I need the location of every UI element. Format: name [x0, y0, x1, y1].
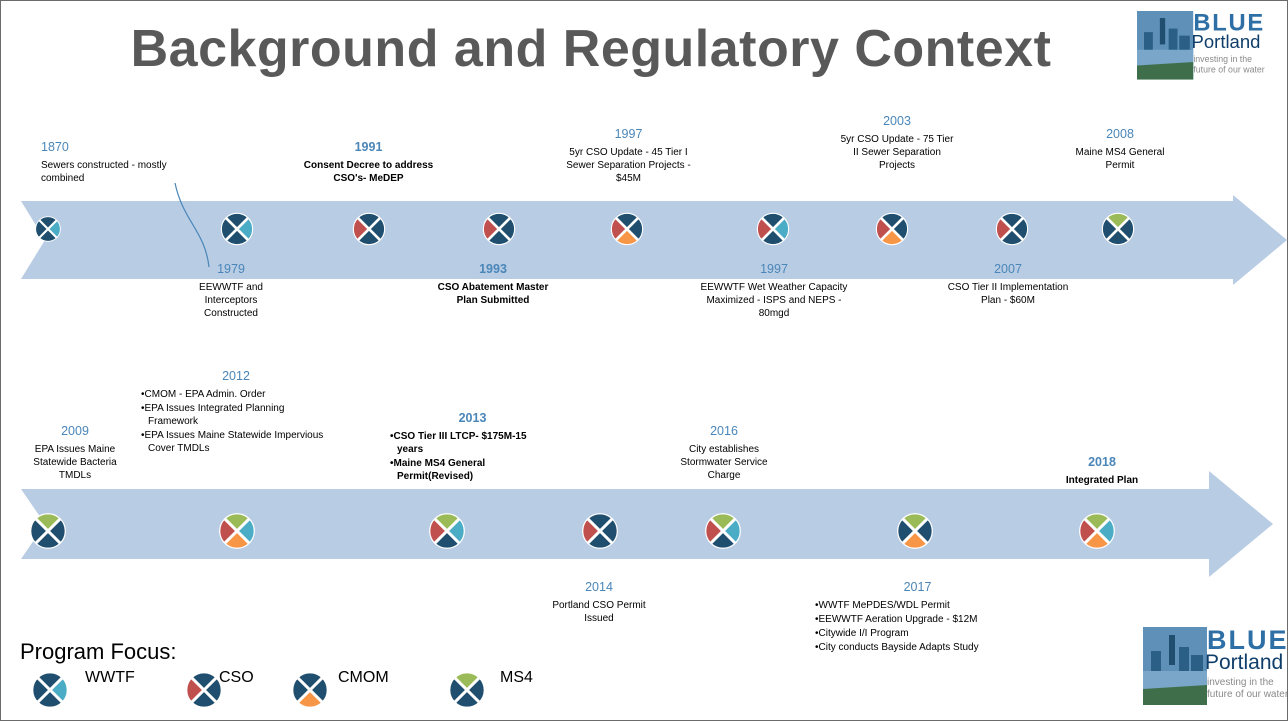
- legend-label-ms4: MS4: [500, 669, 533, 686]
- logo-portland-text: Portland: [1205, 651, 1284, 674]
- event-1991: 1991 Consent Decree to address CSO's- Me…: [303, 140, 434, 185]
- event-1979: 1979 EEWWTF and Interceptors Constructed: [199, 262, 263, 320]
- timeline-arrow-2: [21, 471, 1273, 577]
- list-item: EPA Issues Integrated Planning Framework: [141, 402, 331, 428]
- list-item: EEWWTF Aeration Upgrade - $12M: [815, 613, 1020, 626]
- blue-portland-logo-bottom: BLUE Portland investing in the future of…: [1143, 625, 1287, 705]
- logo-tagline-1: investing in the: [1193, 55, 1253, 65]
- logo-tagline-2: future of our water: [1207, 689, 1288, 700]
- list-item: Citywide I/I Program: [815, 627, 1020, 640]
- event-2007: 2007 CSO Tier II Implementation Plan - $…: [947, 262, 1069, 307]
- event-2017: 2017 WWTF MePDES/WDL Permit EEWWTF Aerat…: [815, 581, 1020, 655]
- focus-icon-row2-3: [429, 513, 465, 549]
- event-1870: 1870 Sewers constructed - mostly combine…: [41, 140, 167, 185]
- blue-portland-logo: BLUE Portland investing in the future of…: [1137, 9, 1265, 80]
- city-skyline-icon: [1143, 627, 1207, 705]
- event-1997-top: 1997 5yr CSO Update - 45 Tier I Sewer Se…: [566, 127, 691, 185]
- focus-icon-row1-5: [610, 212, 644, 246]
- legend-title: Program Focus:: [20, 639, 177, 664]
- focus-icon-row2-1: [30, 513, 66, 549]
- list-item: WWTF MePDES/WDL Permit: [815, 599, 1020, 612]
- event-2012-list: CMOM - EPA Admin. Order EPA Issues Integ…: [141, 388, 331, 455]
- legend-label-cso: CSO: [219, 669, 254, 686]
- event-2013-list: CSO Tier III LTCP- $175M-15 years Maine …: [390, 430, 555, 483]
- focus-icon-row1-1: [35, 216, 61, 242]
- legend-icon-cso: [186, 672, 222, 708]
- list-item: Maine MS4 General Permit(Revised): [390, 457, 555, 483]
- focus-icon-row1-8: [995, 212, 1029, 246]
- event-2018: 2018 Integrated Plan: [1065, 455, 1139, 487]
- event-2014: 2014 Portland CSO Permit Issued: [552, 580, 646, 625]
- focus-icon-row1-4: [482, 212, 516, 246]
- event-2017-list: WWTF MePDES/WDL Permit EEWWTF Aeration U…: [815, 599, 1020, 654]
- event-2016: 2016 City establishes Stormwater Service…: [680, 424, 768, 482]
- focus-icon-row1-2: [220, 212, 254, 246]
- focus-icon-row2-4: [582, 513, 618, 549]
- legend-label-wwtf: WWTF: [85, 669, 135, 686]
- list-item: CSO Tier III LTCP- $175M-15 years: [390, 430, 555, 456]
- event-2008: 2008 Maine MS4 General Permit: [1075, 127, 1165, 172]
- timeline-arrow-1: [21, 195, 1287, 285]
- event-2013: 2013 CSO Tier III LTCP- $175M-15 years M…: [390, 412, 555, 484]
- list-item: CMOM - EPA Admin. Order: [141, 388, 331, 401]
- slide-title: Background and Regulatory Context: [130, 20, 1052, 78]
- logo-tagline-1: investing in the: [1207, 677, 1274, 688]
- focus-icon-row1-6: [756, 212, 790, 246]
- connector-line: [174, 182, 210, 268]
- event-2003: 2003 5yr CSO Update - 75 Tier II Sewer S…: [840, 114, 954, 172]
- focus-icon-row1-9: [1101, 212, 1135, 246]
- logo-blue-text: BLUE: [1193, 9, 1266, 36]
- logo-portland-text: Portland: [1191, 32, 1261, 53]
- event-2012: 2012 CMOM - EPA Admin. Order EPA Issues …: [141, 370, 331, 456]
- list-item: City conducts Bayside Adapts Study: [815, 641, 1020, 654]
- logo-blue-text: BLUE: [1207, 625, 1288, 655]
- focus-icon-row1-3: [352, 212, 386, 246]
- focus-icon-row2-5: [705, 513, 741, 549]
- legend-icon-ms4: [449, 672, 485, 708]
- focus-icon-row2-6: [897, 513, 933, 549]
- legend-icon-cmom: [292, 672, 328, 708]
- focus-icon-row2-7: [1079, 513, 1115, 549]
- event-2009: 2009 EPA Issues Maine Statewide Bacteria…: [33, 424, 117, 482]
- list-item: EPA Issues Maine Statewide Impervious Co…: [141, 429, 331, 455]
- focus-icon-row1-7: [875, 212, 909, 246]
- focus-icon-row2-2: [219, 513, 255, 549]
- event-1997-bottom: 1997 EEWWTF Wet Weather Capacity Maximiz…: [700, 262, 848, 320]
- legend-label-cmom: CMOM: [338, 669, 389, 686]
- event-1993: 1993 CSO Abatement Master Plan Submitted: [437, 262, 549, 307]
- logo-tagline-2: future of our water: [1193, 65, 1265, 76]
- legend-icon-wwtf: [32, 672, 68, 708]
- city-skyline-icon: [1137, 11, 1194, 80]
